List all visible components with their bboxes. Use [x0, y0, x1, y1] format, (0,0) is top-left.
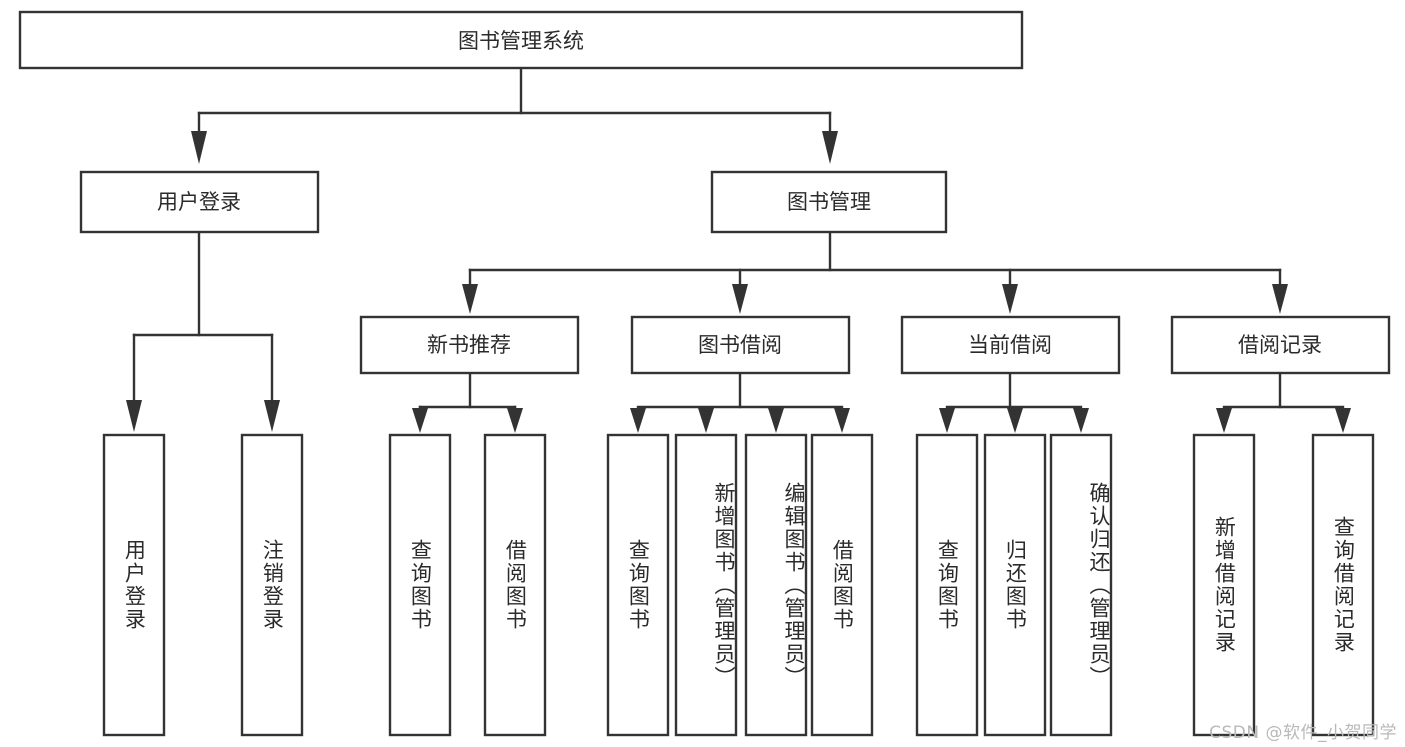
arrow-head-icon [412, 408, 428, 433]
arrow-head-icon [462, 284, 478, 314]
arrow-head-icon [834, 408, 850, 433]
connector-bookborrow-to-leaves [630, 371, 850, 433]
arrow-head-icon [768, 408, 784, 433]
node-borrow-record-label: 借阅记录 [1238, 333, 1322, 357]
leaf-box-query-book-1[interactable] [388, 433, 452, 737]
leaf-box-query-book-2[interactable] [606, 433, 670, 737]
node-book-manage[interactable]: 图书管理 [710, 170, 948, 234]
leaf-box-user-logout[interactable] [240, 433, 304, 737]
connector-root-to-level2 [191, 66, 838, 164]
arrow-head-icon [732, 284, 748, 314]
arrow-head-icon [1073, 408, 1089, 433]
leaf-box-add-record[interactable] [1192, 433, 1256, 737]
connector-userlogin-to-leaves [126, 230, 280, 432]
node-user-login-label: 用户登录 [157, 190, 241, 214]
node-book-borrow-label: 图书借阅 [698, 333, 782, 357]
node-book-manage-box[interactable] [710, 170, 948, 234]
leaf-box-confirm-return[interactable] [1049, 433, 1113, 737]
node-new-book-recommend-box[interactable] [359, 315, 580, 375]
node-book-borrow[interactable]: 图书借阅 [630, 315, 851, 375]
node-root[interactable]: 图书管理系统 [18, 10, 1024, 70]
arrow-head-icon [191, 131, 207, 164]
arrow-head-icon [1007, 408, 1023, 433]
leaf-boxes [102, 433, 1375, 737]
arrow-head-icon [939, 408, 955, 433]
node-user-login-box[interactable] [79, 170, 320, 234]
arrow-head-icon [698, 408, 714, 433]
node-root-label: 图书管理系统 [458, 29, 584, 53]
leaf-box-user-login[interactable] [102, 433, 166, 737]
leaf-box-return-book[interactable] [983, 433, 1047, 737]
arrow-head-icon [1216, 408, 1232, 433]
arrow-head-icon [1335, 408, 1351, 433]
node-current-borrow-label: 当前借阅 [968, 333, 1052, 357]
connector-bookmanage-to-level3 [462, 230, 1288, 314]
leaf-box-borrow-book-1[interactable] [483, 433, 547, 737]
arrow-head-icon [822, 131, 838, 164]
arrow-head-icon [507, 408, 523, 433]
leaf-box-query-record[interactable] [1311, 433, 1375, 737]
node-current-borrow[interactable]: 当前借阅 [900, 315, 1121, 375]
node-borrow-record-box[interactable] [1170, 315, 1391, 375]
watermark-text: CSDN @软件_小贺同学 [1209, 723, 1397, 743]
node-book-borrow-box[interactable] [630, 315, 851, 375]
arrow-head-icon [630, 408, 646, 433]
node-current-borrow-box[interactable] [900, 315, 1121, 375]
node-new-book-recommend[interactable]: 新书推荐 [359, 315, 580, 375]
arrow-head-icon [126, 400, 142, 432]
arrow-head-icon [1272, 284, 1288, 314]
leaf-box-query-book-3[interactable] [915, 433, 979, 737]
leaf-box-add-book[interactable] [674, 433, 738, 737]
leaf-box-edit-book[interactable] [744, 433, 808, 737]
connector-borrowrecord-to-leaves [1216, 371, 1351, 433]
node-root-box[interactable] [18, 10, 1024, 70]
arrow-head-icon [264, 400, 280, 432]
node-book-manage-label: 图书管理 [787, 190, 871, 214]
connector-currentborrow-to-leaves [939, 371, 1089, 433]
leaf-box-borrow-book-2[interactable] [810, 433, 874, 737]
node-new-book-recommend-label: 新书推荐 [427, 333, 511, 357]
arrow-head-icon [1002, 284, 1018, 314]
node-user-login[interactable]: 用户登录 [79, 170, 320, 234]
connector-newbook-to-leaves [412, 371, 523, 433]
node-borrow-record[interactable]: 借阅记录 [1170, 315, 1391, 375]
